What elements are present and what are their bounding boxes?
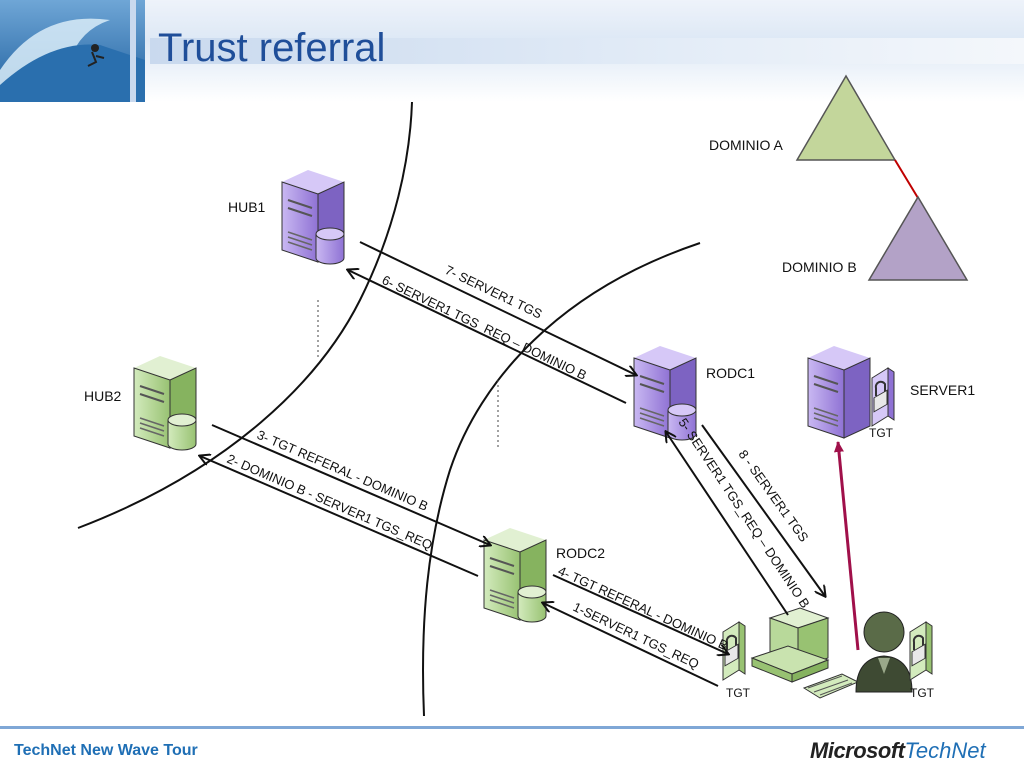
hub1-server-icon <box>281 169 345 265</box>
arrow-2-line <box>200 456 479 577</box>
arrow-4-line <box>552 574 728 654</box>
arrow-5-line <box>666 432 789 616</box>
footer-divider <box>0 726 1024 729</box>
trust-link <box>894 159 919 199</box>
hub2-label: HUB2 <box>84 388 122 404</box>
user-tgt-label: TGT <box>910 686 935 700</box>
header-band <box>150 38 1024 64</box>
server1-tgt-label: TGT <box>869 426 894 440</box>
domain-a-triangle <box>795 74 897 161</box>
domain-b-label: DOMINIO B <box>782 259 857 275</box>
zone-boundary-right <box>422 242 701 717</box>
arrow-7-line <box>359 241 636 375</box>
surf-wave-image <box>0 0 145 102</box>
client-lock-icon <box>722 621 746 681</box>
client-computer-icon <box>750 607 860 699</box>
rodc2-server-icon <box>483 527 547 623</box>
server1-lock-icon <box>871 367 895 427</box>
user-lock-icon <box>909 621 933 681</box>
logo-microsoft: Microsoft <box>810 738 905 763</box>
domain-a-label: DOMINIO A <box>709 137 784 153</box>
arrow-1-line <box>543 603 719 687</box>
rodc1-label: RODC1 <box>706 365 755 381</box>
domain-b-triangle <box>867 195 969 281</box>
rodc2-label: RODC2 <box>556 545 605 561</box>
arrow-8-line <box>701 424 825 596</box>
arrow-3-line <box>211 424 490 545</box>
client-tgt-label: TGT <box>726 686 751 700</box>
user-to-server1-arrow <box>833 441 860 651</box>
arrow-6-line <box>348 270 627 404</box>
page-title: Trust referral <box>158 26 386 70</box>
hub2-server-icon <box>133 355 197 451</box>
hub1-label: HUB1 <box>228 199 266 215</box>
server1-label: SERVER1 <box>910 382 975 398</box>
user-icon <box>855 611 913 693</box>
microsoft-technet-logo: MicrosoftTechNet <box>810 738 986 764</box>
logo-technet: TechNet <box>904 738 986 763</box>
slide-header: Trust referral <box>0 0 1024 102</box>
server1-server-icon <box>807 345 871 439</box>
zone-boundary-left <box>77 101 413 529</box>
footer-text: TechNet New Wave Tour <box>14 742 198 759</box>
